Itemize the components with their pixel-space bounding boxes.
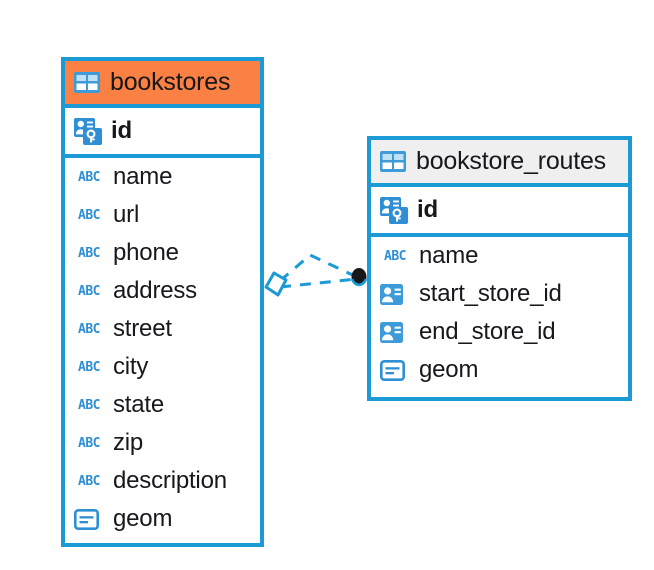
entity-bookstores-fields: ABC name ABC url ABC phone ABC address A… <box>65 158 260 538</box>
entity-bookstores-title: bookstores <box>110 68 231 96</box>
field-label-bookstores-description: description <box>113 467 227 494</box>
abc-text-icon: ABC <box>78 245 100 261</box>
field-row-bookstore-routes-geom[interactable]: geom <box>371 351 628 389</box>
field-row-bookstores-phone[interactable]: ABC phone <box>65 234 260 272</box>
field-label-bookstore-routes-name: name <box>419 242 479 269</box>
relationship-line-upper <box>279 253 358 283</box>
field-row-bookstores-city[interactable]: ABC city <box>65 348 260 386</box>
field-label-bookstore-routes-id: id <box>417 196 438 223</box>
field-label-bookstores-phone: phone <box>113 239 179 266</box>
field-label-bookstores-address: address <box>113 277 197 304</box>
table-icon <box>380 151 406 172</box>
field-row-bookstores-name[interactable]: ABC name <box>65 158 260 196</box>
abc-text-icon: ABC <box>78 321 100 337</box>
field-row-bookstores-zip[interactable]: ABC zip <box>65 424 260 462</box>
field-row-bookstores-url[interactable]: ABC url <box>65 196 260 234</box>
field-row-bookstores-id[interactable]: id <box>65 108 260 154</box>
abc-text-icon: ABC <box>78 473 100 489</box>
field-row-bookstores-street[interactable]: ABC street <box>65 310 260 348</box>
entity-bookstores[interactable]: bookstores <box>61 57 264 547</box>
geometry-icon <box>380 359 410 381</box>
field-label-bookstores-city: city <box>113 353 149 380</box>
foreign-key-icon <box>380 321 410 343</box>
entity-bookstore-routes-pk-section: id <box>371 187 628 237</box>
entity-bookstores-pk-section: id <box>65 108 260 158</box>
table-icon <box>74 72 100 93</box>
field-row-bookstore-routes-end-store-id[interactable]: end_store_id <box>371 313 628 351</box>
filled-circle-marker <box>351 268 367 286</box>
abc-text-icon: ABC <box>78 207 100 223</box>
field-row-bookstores-address[interactable]: ABC address <box>65 272 260 310</box>
entity-bookstore-routes[interactable]: bookstore_routes <box>367 136 632 401</box>
field-row-bookstore-routes-id[interactable]: id <box>371 187 628 233</box>
field-label-bookstore-routes-end-store-id: end_store_id <box>419 318 556 345</box>
relationship-connector[interactable] <box>258 243 376 305</box>
entity-bookstore-routes-fields: ABC name start_store_id <box>371 237 628 389</box>
field-label-bookstores-name: name <box>113 163 173 190</box>
field-label-bookstores-url: url <box>113 201 140 228</box>
entity-bookstores-header[interactable]: bookstores <box>65 61 260 108</box>
abc-text-icon: ABC <box>78 169 100 185</box>
abc-text-icon: ABC <box>78 397 100 413</box>
field-row-bookstores-geom[interactable]: geom <box>65 500 260 538</box>
field-label-bookstore-routes-geom: geom <box>419 356 479 383</box>
field-label-bookstores-geom: geom <box>113 505 173 532</box>
primary-key-icon <box>74 117 102 145</box>
geometry-icon <box>74 508 104 530</box>
relationship-line-lower <box>279 277 358 289</box>
entity-bookstore-routes-title: bookstore_routes <box>416 147 606 175</box>
abc-text-icon: ABC <box>384 248 406 264</box>
field-label-bookstores-state: state <box>113 391 165 418</box>
field-row-bookstores-description[interactable]: ABC description <box>65 462 260 500</box>
foreign-key-icon <box>380 283 410 305</box>
field-row-bookstores-state[interactable]: ABC state <box>65 386 260 424</box>
abc-text-icon: ABC <box>78 283 100 299</box>
field-label-bookstores-street: street <box>113 315 172 342</box>
entity-bookstore-routes-header[interactable]: bookstore_routes <box>371 140 628 187</box>
abc-text-icon: ABC <box>78 435 100 451</box>
primary-key-icon <box>380 196 408 224</box>
field-row-bookstore-routes-start-store-id[interactable]: start_store_id <box>371 275 628 313</box>
field-label-bookstore-routes-start-store-id: start_store_id <box>419 280 562 307</box>
circle-marker-highlight <box>350 278 368 286</box>
field-label-bookstores-id: id <box>111 117 132 144</box>
abc-text-icon: ABC <box>78 359 100 375</box>
diamond-marker <box>264 271 288 297</box>
field-label-bookstores-zip: zip <box>113 429 144 456</box>
field-row-bookstore-routes-name[interactable]: ABC name <box>371 237 628 275</box>
